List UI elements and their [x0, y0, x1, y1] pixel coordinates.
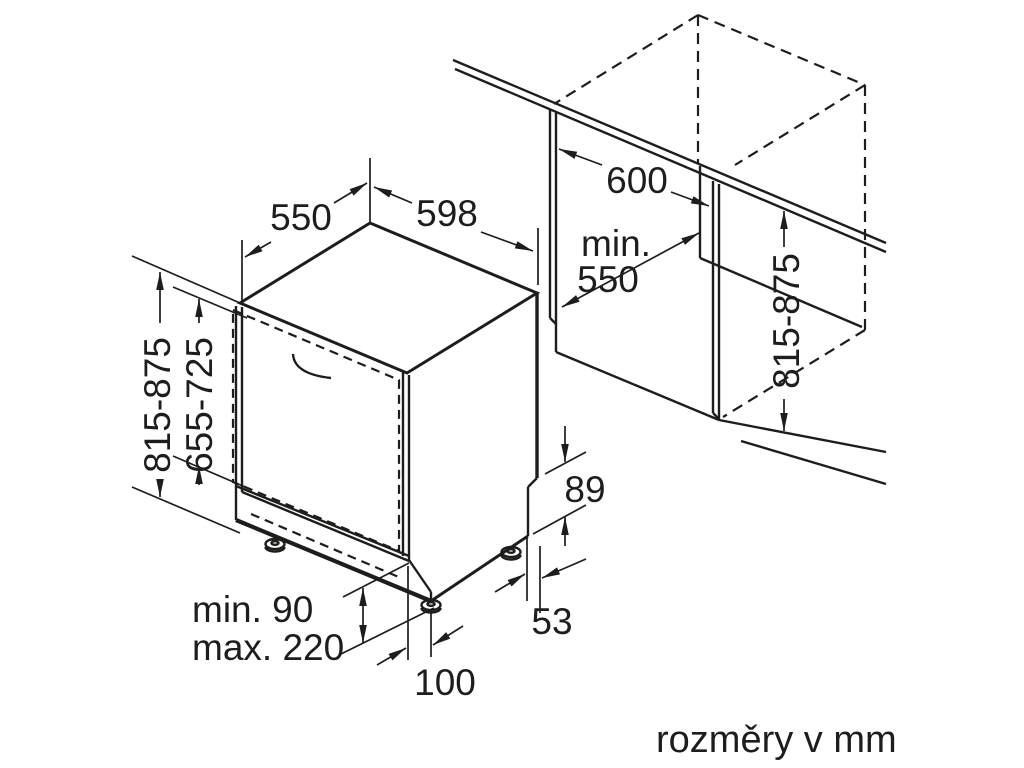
cabinet-dashed-outline: [553, 13, 867, 418]
adjustable-feet: [264, 537, 522, 614]
label-top-width: 598: [416, 193, 478, 234]
dishwasher-outline: [234, 221, 541, 603]
dimension-niche-width: [558, 148, 710, 207]
label-niche-width: 600: [606, 160, 668, 201]
label-plinth-max: max. 220: [192, 627, 344, 668]
door-hinge-recess: [291, 353, 332, 380]
label-rear-step: 89: [564, 469, 605, 510]
dishwasher-door: [231, 308, 402, 580]
floor-lines: [718, 418, 887, 486]
label-front-foot: 100: [414, 662, 476, 703]
dimension-top-width: [373, 186, 534, 252]
units-caption: rozměry v mm: [656, 719, 897, 761]
extension-lines: [131, 158, 587, 660]
label-rear-foot: 53: [531, 601, 572, 642]
label-niche-depth-value: 550: [577, 259, 639, 300]
dimension-top-depth: [244, 182, 368, 258]
label-plinth-min: min. 90: [192, 589, 313, 630]
dimension-niche-depth: [561, 232, 700, 308]
countertop: [452, 58, 887, 254]
label-niche-height: 815-875: [766, 253, 807, 389]
label-top-depth: 550: [270, 197, 332, 238]
dimension-rear-foot: [494, 558, 587, 593]
label-appliance-height: 815-875: [137, 337, 178, 473]
label-niche-depth-prefix: min.: [581, 223, 651, 264]
dimension-front-foot: [376, 625, 464, 666]
niche-panels: [548, 110, 863, 422]
label-door-panel-height: 655-725: [179, 337, 220, 473]
